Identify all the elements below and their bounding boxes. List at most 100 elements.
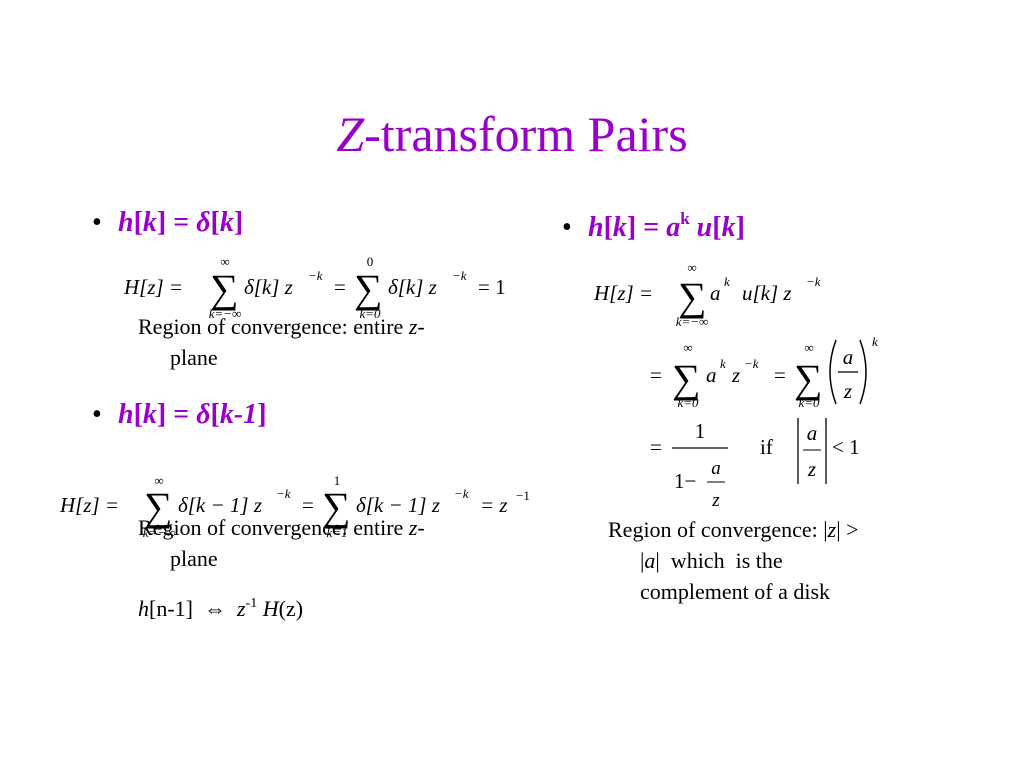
bullet-dot: • <box>92 207 102 238</box>
fr-paren-left <box>829 339 837 405</box>
f1-exp2: −k <box>452 268 467 283</box>
f2-sum-top2: 1 <box>334 473 341 488</box>
fr-l3-den-num: a <box>711 458 721 479</box>
f2-term2: δ[k − 1] z <box>356 493 440 517</box>
fr-frac-den: z <box>843 379 852 403</box>
title-rest: -transform Pairs <box>364 106 688 162</box>
bullet-arg: k-1 <box>219 399 258 430</box>
left-bullet-2: •h[k] = δ[k-1] <box>92 398 267 432</box>
f1-sigma1: ∑ <box>210 266 239 311</box>
fr-l2-sigma2: ∑ <box>794 356 823 401</box>
f2-sigma1: ∑ <box>144 484 173 529</box>
f1-sum-top1: ∞ <box>220 254 229 269</box>
roc1-dash: - <box>417 314 425 339</box>
f1-sigma2: ∑ <box>354 266 383 311</box>
bullet-dot: • <box>92 399 102 430</box>
roc1-plane: plane <box>170 345 218 370</box>
f1-sum-bot2: k=0 <box>359 306 381 321</box>
f2-result-exp: −1 <box>516 488 530 503</box>
title-z: Z <box>336 106 365 162</box>
shift-n: [n-1] <box>149 596 193 621</box>
f2-sum-bot2: k=1 <box>326 525 347 540</box>
bullet-h: h <box>588 212 604 243</box>
bullet-delta: δ <box>196 207 211 238</box>
f2-sum-bot1: k=−∞ <box>143 525 176 540</box>
bullet-exp: k <box>680 209 690 228</box>
bullet-close: ] = <box>626 212 667 243</box>
bullet-dot: • <box>562 212 572 243</box>
bullet-open: [ <box>133 399 143 430</box>
bullet-arg: k <box>721 212 736 243</box>
roc1-text: Region of convergence: entire <box>138 314 409 339</box>
fr-term-exp: k <box>724 274 730 289</box>
f1-exp1: −k <box>308 268 323 283</box>
f2-sigma2: ∑ <box>322 484 351 529</box>
shift-paren-z: (z) <box>278 596 304 621</box>
bullet-open2: [ <box>712 212 722 243</box>
shift-H: H <box>262 596 279 621</box>
roc2-plane: plane <box>170 546 218 571</box>
bullet-h: h <box>118 399 134 430</box>
bullet-close: ] = <box>156 207 197 238</box>
roc2-z: z <box>408 515 418 540</box>
roc2-dash: - <box>417 515 425 540</box>
left-roc-1: Region of convergence: entire z- plane <box>138 311 518 373</box>
f1-term1: δ[k] z <box>244 275 293 299</box>
f2-eq: = <box>302 493 314 517</box>
fr-l3-eq: = <box>650 435 662 459</box>
f1-term2: δ[k] z <box>388 275 437 299</box>
bullet-delta: δ <box>196 399 211 430</box>
fr-l2-sum2-bot: k=0 <box>798 395 820 410</box>
bullet-k: k <box>142 399 157 430</box>
fr-abs-num: a <box>807 421 818 445</box>
shift-z: z <box>236 596 246 621</box>
shift-arrow: ⇔ <box>203 596 226 621</box>
left-roc-2: Region of convergence: entire z- plane <box>138 512 518 574</box>
fr-l3-den-den: z <box>711 490 720 511</box>
roc-text: Region of convergence: | <box>608 517 828 542</box>
roc-z: z <box>827 517 837 542</box>
fr-abs-den: z <box>807 457 816 481</box>
fr-l3-den-one: 1− <box>674 469 696 493</box>
bullet-a: a <box>666 212 681 243</box>
bullet-close2: ] <box>735 212 745 243</box>
bullet-k: k <box>612 212 627 243</box>
fr-l2-z-exp: −k <box>744 356 759 371</box>
bullet-u: u <box>696 212 713 243</box>
fr-term2: u[k] z <box>742 281 792 305</box>
left-bullet-1: •h[k] = δ[k] <box>92 206 243 240</box>
f1-sum-bot1: k=−∞ <box>209 306 242 321</box>
bullet-close: ] = <box>156 399 197 430</box>
fr-lhs: H[z] = <box>593 281 653 305</box>
bullet-close2: ] <box>233 207 244 238</box>
bullet-k: k <box>142 207 157 238</box>
shift-h: h <box>138 596 149 621</box>
roc1-z: z <box>408 314 418 339</box>
bullet-open2: [ <box>210 399 220 430</box>
slide-title: Z-transform Pairs <box>0 104 1024 164</box>
right-roc: Region of convergence: |z| > |a| which i… <box>608 514 948 607</box>
fr-sum-top: ∞ <box>687 260 696 275</box>
shift-property: h[n-1] ⇔ z-1 H(z) <box>138 588 303 624</box>
f2-lhs: H[z] = <box>59 493 119 517</box>
fr-sum-bot: k=−∞ <box>676 314 709 329</box>
fr-lt-one: < 1 <box>832 435 860 459</box>
fr-term2-exp: −k <box>806 274 821 289</box>
fr-l2-term: a <box>706 363 717 387</box>
fr-l2-sum-top: ∞ <box>683 340 692 355</box>
formula-right: H[z] = ∑ ∞ k=−∞ a k u[k] z −k = ∑ ∞ k=0 … <box>593 260 878 511</box>
roc2-text: Region of convergence: entire <box>138 515 409 540</box>
formula-2: H[z] = ∑ ∞ k=−∞ δ[k − 1] z −k = ∑ 1 k=1 … <box>59 473 530 540</box>
fr-if: if <box>760 435 773 459</box>
bullet-open: [ <box>603 212 613 243</box>
bullet-open2: [ <box>210 207 220 238</box>
roc-bar: | <box>640 548 645 573</box>
fr-paren-right <box>859 339 867 405</box>
f2-result: = z <box>480 493 508 517</box>
f2-exp1: −k <box>276 486 291 501</box>
fr-l3-num: 1 <box>695 419 706 443</box>
roc-rest: | which is the <box>655 548 783 573</box>
bullet-close2: ] <box>257 399 267 430</box>
